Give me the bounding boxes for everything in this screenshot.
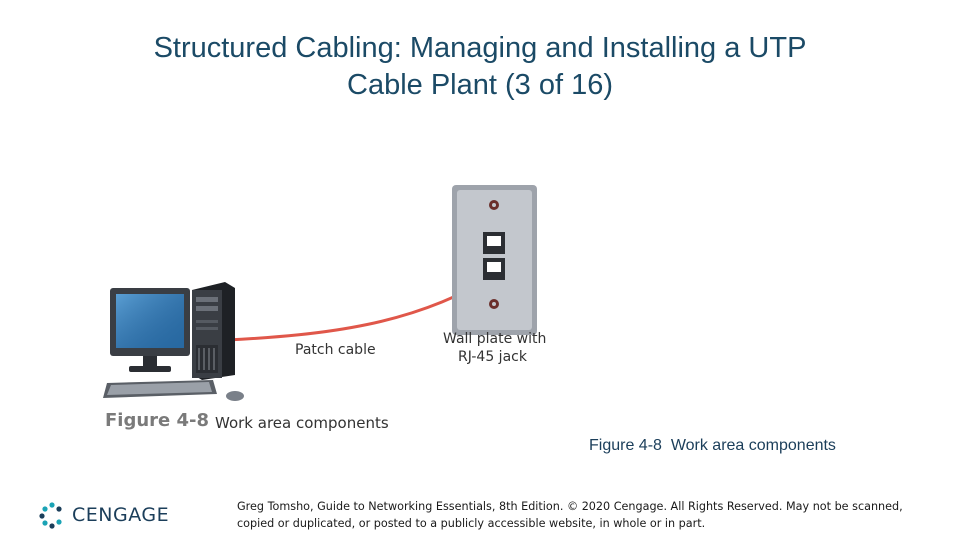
mouse-icon (226, 391, 244, 401)
figure-number: Figure 4-8 (105, 410, 210, 431)
cengage-logo: CENGAGE (38, 500, 169, 530)
cengage-logo-text: CENGAGE (72, 504, 170, 526)
wall-plate-label-line-1: Wall plate with (443, 331, 547, 347)
wall-plate-label: Wall plate with RJ-45 jack (443, 330, 546, 366)
patch-cable-label: Patch cable (295, 342, 376, 358)
wall-plate-icon (452, 185, 537, 335)
cengage-logo-icon (39, 502, 62, 529)
figure-caption: Figure 4-8 Work area components (589, 437, 836, 454)
wall-plate-label-line-2: RJ-45 jack (458, 349, 527, 365)
slide-title-line-1: Structured Cabling: Managing and Install… (153, 32, 807, 64)
slide-title-line-2: Cable Plant (3 of 16) (347, 69, 613, 101)
computer-tower-icon (192, 282, 235, 380)
copyright-line-2: copied or duplicated, or posted to a pub… (237, 517, 706, 530)
keyboard-icon (103, 380, 217, 398)
figure-title: Work area components (215, 414, 389, 432)
monitor-icon (110, 288, 190, 372)
work-area-figure: Patch cable Wall plate with RJ-45 jack F… (95, 180, 565, 440)
slide-title: Structured Cabling: Managing and Install… (40, 30, 920, 104)
copyright-notice: Greg Tomsho, Guide to Networking Essenti… (237, 498, 927, 532)
copyright-line-1: Greg Tomsho, Guide to Networking Essenti… (237, 500, 903, 513)
work-area-illustration (103, 185, 537, 401)
